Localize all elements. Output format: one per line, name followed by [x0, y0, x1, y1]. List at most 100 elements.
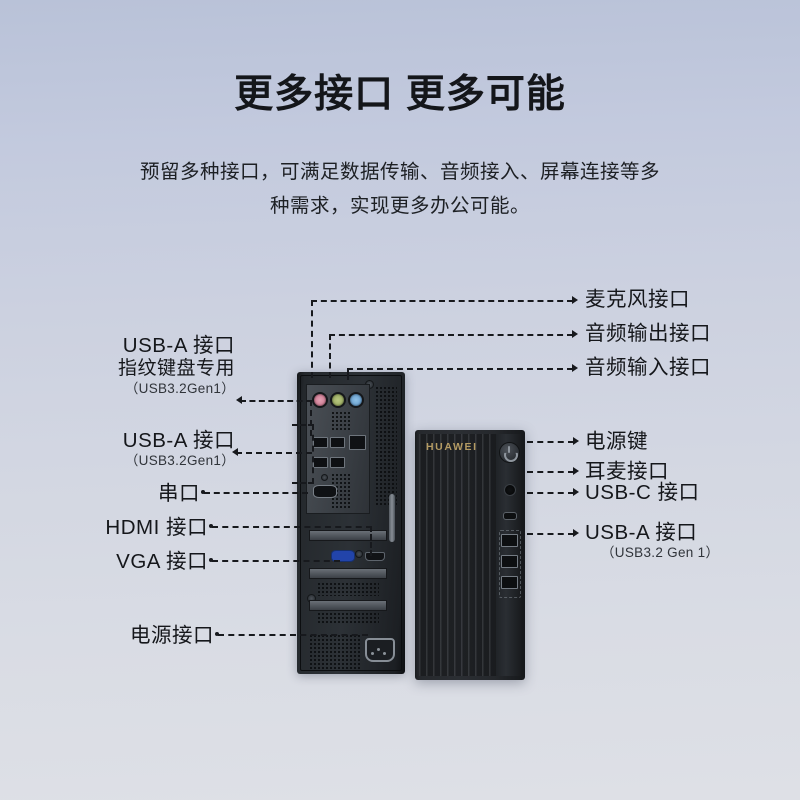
power-socket[interactable] [365, 638, 395, 662]
leader-power-button [527, 441, 574, 443]
leader-mic-vertical [311, 300, 313, 378]
leader-vga [212, 560, 340, 562]
front-port-strip [496, 434, 521, 676]
front-panel-texture [419, 434, 497, 676]
label-usb-a-fingerprint: USB-A 接口 指纹键盘专用 （USB3.2Gen1） [118, 334, 235, 397]
audio-line-in-jack[interactable] [348, 392, 364, 408]
front-usb-a-port[interactable] [501, 555, 518, 568]
label-usb-a-rear: USB-A 接口 （USB3.2Gen1） [123, 429, 235, 469]
label-audio-in-port: 音频输入接口 [585, 356, 711, 380]
rear-vent [331, 473, 351, 509]
psu-fan-vent [309, 634, 361, 670]
desktop-tower-front-view: HUAWEI [415, 430, 525, 680]
usb-c-port[interactable] [503, 512, 517, 520]
label-usb-c-port: USB-C 接口 [585, 481, 699, 505]
microphone-jack[interactable] [312, 392, 328, 408]
label-usb-a-rear-line1: USB-A 接口 [122, 429, 235, 452]
label-usb-a-rear-note: （USB3.2Gen1） [124, 453, 235, 469]
label-audio-out-port: 音频输出接口 [585, 322, 711, 346]
label-serial-port-text: 串口 [158, 482, 200, 505]
subtitle-line-2: 种需求，实现更多办公可能。 [269, 195, 530, 218]
label-power-socket: 电源接口 [130, 624, 214, 648]
rear-usb-a-port[interactable] [330, 437, 345, 448]
leader-headset [527, 471, 574, 473]
rear-usb-a-port[interactable] [313, 457, 328, 468]
page-subtitle: 预留多种接口，可满足数据传输、音频接入、屏幕连接等多 种需求，实现更多办公可能。 [90, 155, 710, 223]
leader-hdmi-drop [370, 526, 372, 556]
leader-audio-in-arrow [572, 364, 578, 372]
chassis-screw [355, 550, 363, 558]
rear-usb-a-port[interactable] [313, 437, 328, 448]
page-title: 更多接口 更多可能 [234, 73, 566, 116]
label-power-button-text: 电源键 [585, 430, 648, 453]
label-usb-a-fingerprint-line2: 指纹键盘专用 [117, 358, 235, 380]
label-power-socket-text: 电源接口 [130, 624, 214, 647]
leader-usb-a-front-arrow [573, 529, 579, 537]
label-usb-a-front: USB-A 接口 （USB3.2 Gen 1） [585, 521, 719, 561]
chassis-screw [321, 474, 328, 481]
leader-power-socket [218, 634, 368, 636]
expansion-vent [317, 582, 379, 596]
label-microphone-port: 麦克风接口 [585, 288, 690, 312]
power-button[interactable] [499, 442, 520, 463]
leader-usb-c-arrow [573, 488, 579, 496]
leader-audio-in-vertical [347, 368, 349, 380]
vga-port[interactable] [331, 550, 355, 562]
leader-usb-c [527, 492, 574, 494]
label-vga-port-text: VGA 接口 [116, 550, 208, 573]
leader-usb-rear-bracket [292, 424, 314, 484]
leader-power-socket-dot [215, 632, 219, 636]
label-usb-a-front-note: （USB3.2 Gen 1） [601, 545, 720, 561]
front-usb-a-port[interactable] [501, 576, 518, 589]
label-audio-in-port-text: 音频输入接口 [585, 356, 711, 379]
leader-power-button-arrow [573, 437, 579, 445]
label-usb-c-port-text: USB-C 接口 [585, 481, 700, 504]
leader-hdmi [212, 526, 372, 528]
serial-port[interactable] [313, 485, 337, 498]
leader-hdmi-dot [209, 524, 213, 528]
label-headset-port: 耳麦接口 [585, 460, 669, 484]
label-power-button: 电源键 [585, 430, 648, 454]
label-usb-a-front-text: USB-A 接口 [585, 521, 698, 544]
brand-logo: HUAWEI [426, 441, 478, 453]
leader-usb-fingerprint-drop [310, 400, 312, 436]
front-usb-a-group [499, 530, 521, 598]
leader-usb-fingerprint-arrow [236, 396, 242, 404]
ethernet-port[interactable] [349, 435, 366, 450]
label-vga-port: VGA 接口 [116, 550, 208, 574]
leader-mic-arrow [572, 296, 578, 304]
chassis-handle [389, 494, 395, 542]
rear-vent [331, 411, 351, 431]
audio-line-out-jack[interactable] [330, 392, 346, 408]
leader-usb-rear-arrow [232, 448, 238, 456]
leader-usb-a-front [527, 533, 574, 535]
subtitle-line-1: 预留多种接口，可满足数据传输、音频接入、屏幕连接等多 [139, 161, 660, 183]
label-hdmi-port: HDMI 接口 [105, 516, 208, 540]
front-usb-a-port[interactable] [501, 534, 518, 547]
expansion-slot-cover [309, 600, 387, 611]
psu-vent-grid [375, 386, 397, 506]
rear-usb-a-port[interactable] [330, 457, 345, 468]
expansion-slot-cover [309, 530, 387, 541]
leader-headset-arrow [573, 467, 579, 475]
desktop-tower-rear-view [297, 372, 405, 674]
leader-usb-fingerprint [240, 400, 312, 402]
hdmi-port[interactable] [365, 552, 385, 561]
leader-mic-horizontal [311, 300, 573, 302]
rear-io-panel [306, 384, 370, 514]
label-hdmi-port-text: HDMI 接口 [105, 516, 208, 539]
label-microphone-port-text: 麦克风接口 [585, 288, 690, 311]
leader-audio-in-horizontal [347, 368, 573, 370]
leader-audio-out-arrow [572, 330, 578, 338]
leader-usb-rear [236, 452, 312, 454]
label-serial-port: 串口 [158, 482, 200, 506]
leader-vga-dot [209, 558, 213, 562]
expansion-vent [317, 612, 379, 624]
headset-jack[interactable] [504, 484, 516, 496]
leader-audio-out-horizontal [329, 334, 573, 336]
label-audio-out-port-text: 音频输出接口 [585, 322, 711, 345]
leader-audio-out-vertical [329, 334, 331, 378]
leader-serial-dot [201, 490, 205, 494]
expansion-slot-cover [309, 568, 387, 579]
